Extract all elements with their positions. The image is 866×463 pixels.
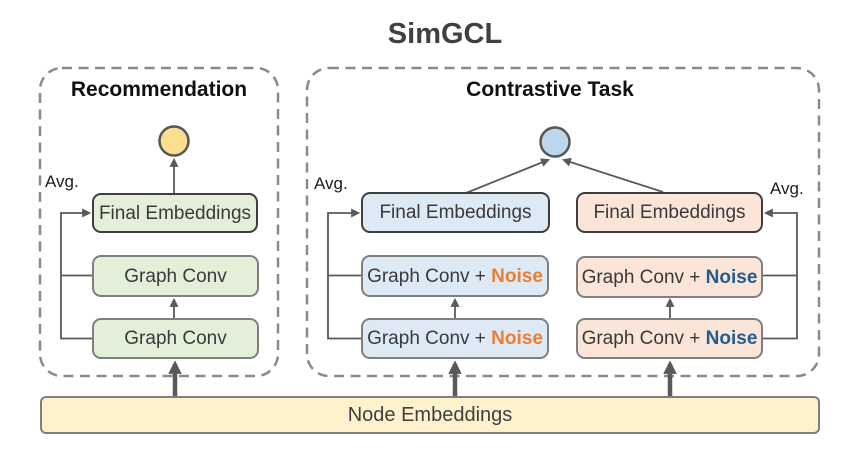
avg-label-contrastive-left: Avg. <box>314 174 348 193</box>
contrastive-left-graph-conv-noise-box: Graph Conv + Noise <box>361 255 549 297</box>
arrow-conright-final-to-node <box>561 157 664 193</box>
avg-label-contrastive-right: Avg. <box>770 179 804 198</box>
avg-label-recommendation: Avg. <box>45 172 79 191</box>
contrastive-left-final-embeddings-box: Final Embeddings <box>361 192 550 233</box>
arrow-conleft-final-to-node <box>465 158 551 194</box>
graph-conv-label: Graph Conv + <box>367 265 492 287</box>
contrastive-panel-title: Contrastive Task <box>466 78 634 101</box>
recommendation-panel-title: Recommendation <box>70 78 248 101</box>
noise-label: Noise <box>705 266 758 288</box>
graph-conv-label: Graph Conv + <box>367 328 492 349</box>
node-embeddings-box: Node Embeddings <box>40 396 820 434</box>
noise-label: Noise <box>491 328 543 349</box>
diagram-title: SimGCL <box>387 18 503 50</box>
contrastive-panel-border <box>305 66 821 378</box>
recommendation-output-node <box>158 125 190 157</box>
graph-conv-label: Graph Conv + <box>581 328 706 349</box>
rec-graph-conv-box: Graph Conv <box>92 318 259 359</box>
rec-final-embeddings-box: Final Embeddings <box>92 193 258 233</box>
contrastive-left-graph-conv-noise-box: Graph Conv + Noise <box>361 318 549 359</box>
contrastive-output-node <box>539 126 571 158</box>
noise-label: Noise <box>491 265 543 287</box>
contrastive-right-graph-conv-noise-box: Graph Conv + Noise <box>576 256 763 298</box>
contrastive-right-graph-conv-noise-box: Graph Conv + Noise <box>576 318 763 359</box>
noise-label: Noise <box>705 328 758 349</box>
graph-conv-label: Graph Conv + <box>581 266 706 288</box>
contrastive-right-final-embeddings-box: Final Embeddings <box>576 192 763 233</box>
rec-graph-conv-box: Graph Conv <box>92 255 259 297</box>
